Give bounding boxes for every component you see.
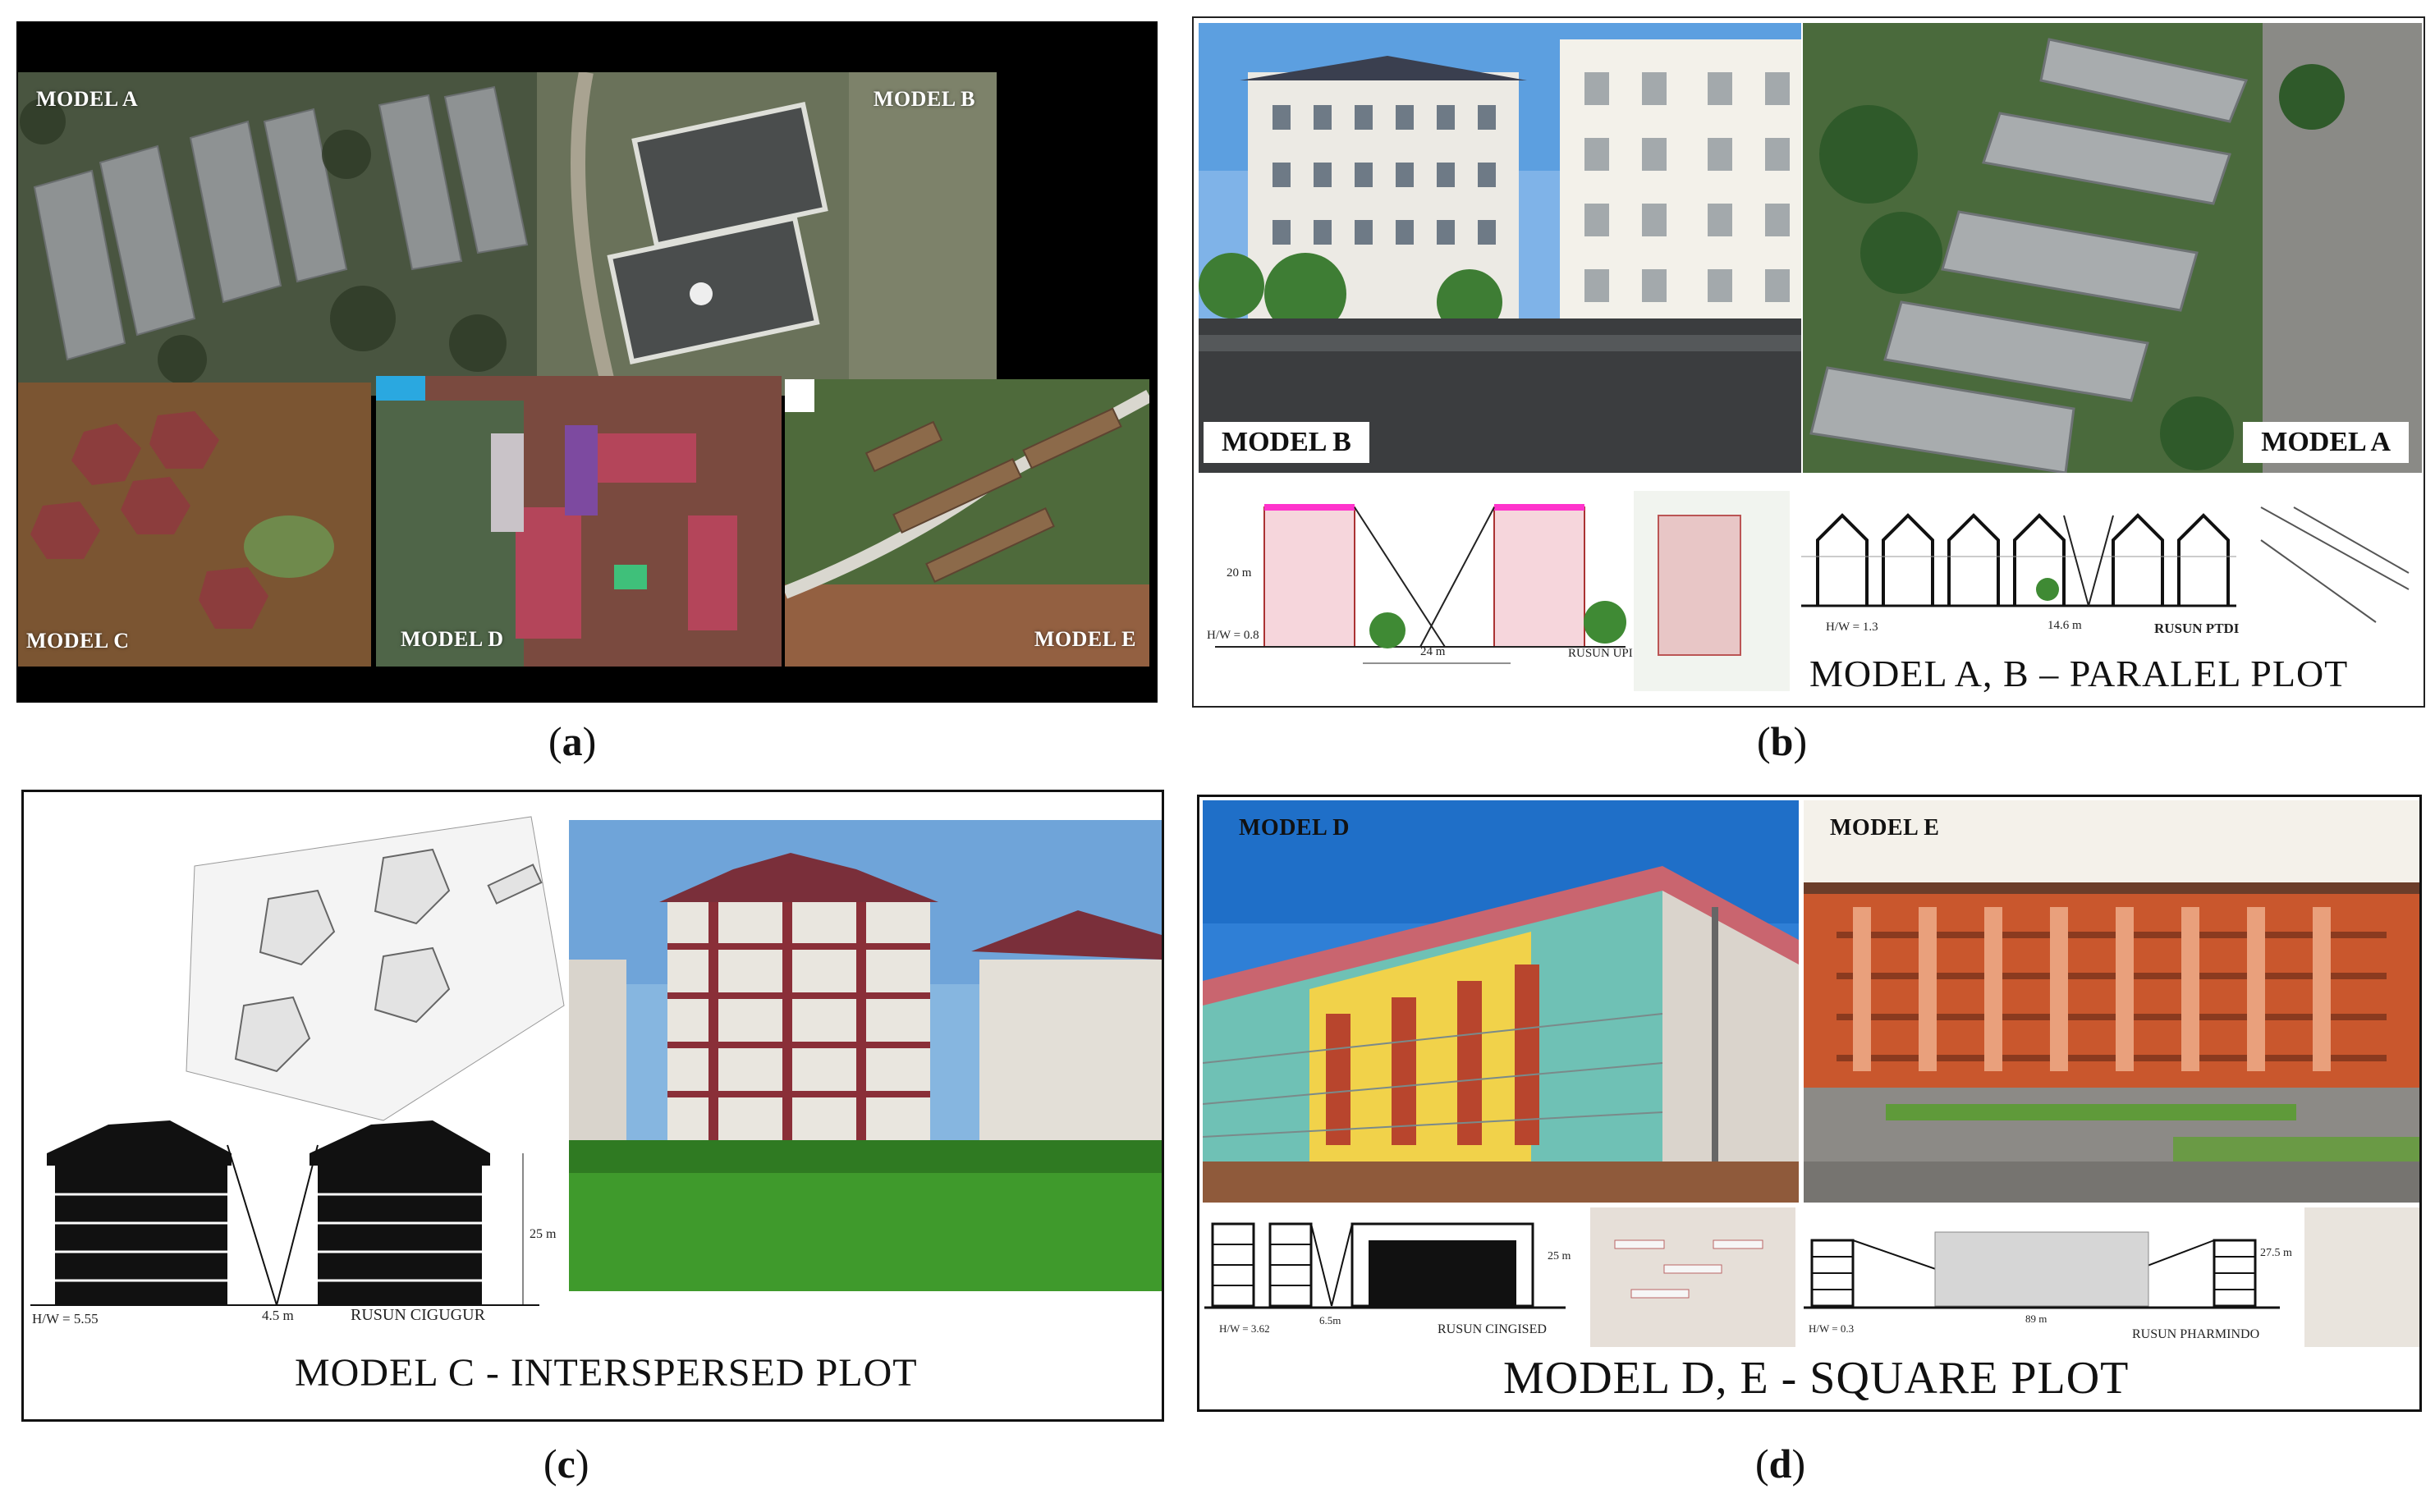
photo-image-b: [1199, 23, 1801, 473]
caption-a: (a): [548, 717, 596, 765]
photo-model-c: [569, 820, 1162, 1291]
section-drawing-pharmindo: [1804, 1207, 2419, 1347]
cigugur-width: 4.5 m: [262, 1308, 294, 1323]
panel-d: MODEL D MODEL E: [1197, 795, 2422, 1412]
photo-image-c: [569, 820, 1162, 1291]
caption-c-letter: c: [557, 1441, 576, 1487]
caption-b-open: (: [1757, 718, 1771, 764]
caption-a-close: ): [582, 718, 597, 764]
panel-c-title: MODEL C - INTERSPERSED PLOT: [295, 1351, 918, 1395]
drawing-rusun-cingised: 25 m H/W = 3.62 6.5m RUSUN CINGISED: [1204, 1207, 1795, 1347]
photo-image-d: [1203, 800, 1799, 1203]
photo-image-a: [1803, 23, 2422, 473]
satellite-model-d: MODEL D: [376, 376, 782, 667]
caption-c-close: ): [575, 1441, 589, 1487]
photo-model-d: MODEL D: [1203, 800, 1799, 1203]
label-model-e: MODEL E: [1034, 627, 1136, 651]
drawing-rusun-pharmindo: 27.5 m H/W = 0.3 89 m RUSUN PHARMINDO: [1804, 1207, 2419, 1347]
drawing-rusun-upi: 20 m H/W = 0.8 24 m RUSUN UPI: [1199, 491, 1790, 691]
ptdi-width: 14.6 m: [2048, 619, 2082, 632]
caption-d-open: (: [1755, 1441, 1769, 1487]
upi-height: 20 m: [1227, 566, 1252, 580]
label-model-a: MODEL A: [36, 87, 139, 111]
caption-d-letter: d: [1768, 1441, 1792, 1487]
panel-c: 25 m H/W = 5.55 4.5 m RUSUN CIGUGUR MODE…: [21, 790, 1164, 1422]
photo-image-e: [1804, 800, 2419, 1203]
ptdi-name: RUSUN PTDI: [2154, 621, 2240, 636]
photo-label-model-a: MODEL A: [2243, 422, 2409, 463]
caption-c: (c): [543, 1440, 589, 1487]
cigugur-ratio: H/W = 5.55: [32, 1311, 99, 1326]
panel-d-title: MODEL D, E - SQUARE PLOT: [1503, 1353, 2130, 1404]
satellite-image-a: [18, 72, 540, 396]
pharmindo-height: 27.5 m: [2260, 1247, 2292, 1259]
upi-name: RUSUN UPI: [1568, 647, 1633, 660]
caption-a-open: (: [548, 718, 562, 764]
caption-d: (d): [1755, 1440, 1805, 1487]
section-drawing-cingised: [1204, 1207, 1795, 1347]
panel-a: MODEL A MODEL B: [16, 21, 1158, 703]
pharmindo-name: RUSUN PHARMINDO: [2132, 1327, 2260, 1341]
satellite-image-c: [18, 383, 371, 667]
pharmindo-ratio: H/W = 0.3: [1809, 1322, 1855, 1335]
satellite-image-d: [376, 376, 782, 667]
cigugur-name: RUSUN CIGUGUR: [351, 1306, 485, 1324]
photo-label-model-d: MODEL D: [1239, 815, 1350, 841]
drawing-rusun-cigugur: 25 m: [30, 800, 572, 1309]
caption-b: (b): [1757, 717, 1807, 765]
satellite-model-a: MODEL A: [18, 72, 540, 396]
satellite-model-b: MODEL B: [537, 72, 997, 396]
upi-width: 24 m: [1420, 645, 1446, 658]
photo-model-b: MODEL B: [1199, 23, 1801, 473]
caption-b-letter: b: [1770, 718, 1794, 764]
satellite-model-c: MODEL C: [18, 383, 371, 667]
satellite-image-b: [537, 72, 997, 396]
cingised-name: RUSUN CINGISED: [1438, 1322, 1547, 1336]
caption-a-letter: a: [562, 718, 583, 764]
satellite-image-e: [785, 379, 1149, 667]
pharmindo-width: 89 m: [2025, 1313, 2048, 1325]
caption-c-open: (: [543, 1441, 557, 1487]
photo-model-a: MODEL A: [1803, 23, 2422, 473]
label-model-b: MODEL B: [873, 87, 975, 111]
photo-label-model-e: MODEL E: [1830, 815, 1940, 841]
cingised-ratio: H/W = 3.62: [1219, 1322, 1270, 1335]
caption-b-close: ): [1793, 718, 1808, 764]
ptdi-ratio: H/W = 1.3: [1826, 621, 1878, 634]
cigugur-height: 25 m: [530, 1227, 557, 1241]
cingised-width: 6.5m: [1319, 1314, 1341, 1326]
label-model-c: MODEL C: [26, 629, 130, 653]
panel-b: MODEL B MODEL A: [1192, 16, 2425, 708]
label-model-d: MODEL D: [401, 627, 504, 651]
upi-ratio: H/W = 0.8: [1207, 629, 1259, 642]
caption-d-close: ): [1791, 1441, 1806, 1487]
section-drawing-upi: [1199, 491, 1790, 691]
cingised-height: 25 m: [1548, 1250, 1571, 1262]
satellite-model-e: MODEL E: [785, 379, 1149, 667]
photo-model-e: MODEL E: [1804, 800, 2419, 1203]
photo-label-model-b: MODEL B: [1204, 422, 1369, 463]
panel-b-title: MODEL A, B – PARALEL PLOT: [1809, 653, 2349, 694]
section-drawing-ptdi: [1801, 491, 2422, 655]
drawing-rusun-ptdi: H/W = 1.3 14.6 m RUSUN PTDI: [1801, 491, 2422, 655]
site-plan-cigugur: [30, 800, 572, 1309]
